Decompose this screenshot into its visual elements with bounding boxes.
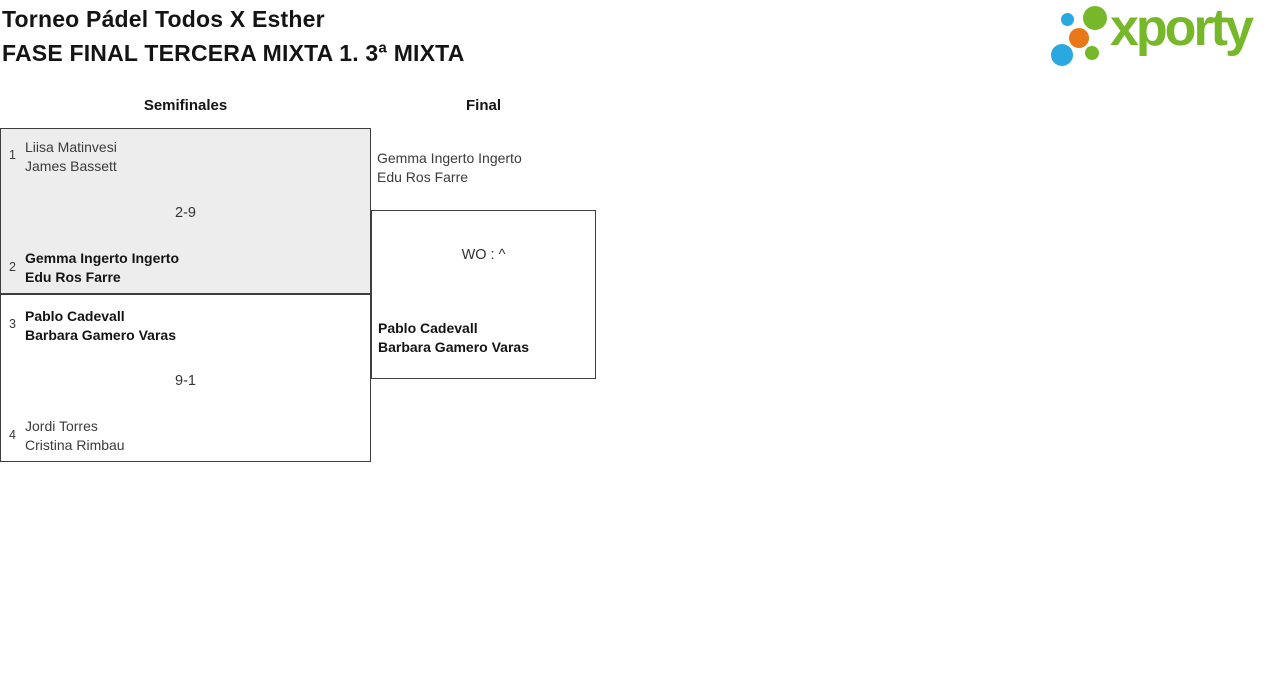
team-sf2-top: Pablo Cadevall Barbara Gamero Varas bbox=[25, 307, 176, 345]
match-semifinal-2[interactable]: 3 Pablo Cadevall Barbara Gamero Varas 9-… bbox=[0, 294, 371, 462]
match-score: 9-1 bbox=[175, 373, 196, 389]
match-final[interactable]: WO : ^ Pablo Cadevall Barbara Gamero Var… bbox=[371, 210, 596, 379]
seed-number: 4 bbox=[9, 428, 16, 442]
seed-number: 1 bbox=[9, 148, 16, 162]
round-header-final: Final bbox=[465, 97, 501, 114]
page-title: Torneo Pádel Todos X Esther FASE FINAL T… bbox=[2, 2, 465, 70]
seed-number: 2 bbox=[9, 260, 16, 274]
team-final-top: Gemma Ingerto Ingerto Edu Ros Farre bbox=[377, 149, 522, 187]
player-name: Pablo Cadevall bbox=[25, 308, 125, 324]
match-semifinal-1[interactable]: 1 Liisa Matinvesi James Bassett 2-9 2 Ge… bbox=[0, 128, 371, 294]
team-sf1-bottom: Gemma Ingerto Ingerto Edu Ros Farre bbox=[25, 249, 179, 287]
player-name: Liisa Matinvesi bbox=[25, 139, 117, 155]
match-score: WO : ^ bbox=[461, 247, 506, 263]
xporty-logo-text: xporty bbox=[1110, 0, 1254, 57]
player-name: Barbara Gamero Varas bbox=[378, 339, 529, 355]
player-name: Barbara Gamero Varas bbox=[25, 327, 176, 343]
logo-dot-blue-big-icon bbox=[1051, 44, 1073, 66]
logo-dot-orange-icon bbox=[1069, 28, 1089, 48]
logo-dot-green-big-icon bbox=[1083, 6, 1107, 30]
player-name: Cristina Rimbau bbox=[25, 437, 125, 453]
player-name: James Bassett bbox=[25, 158, 117, 174]
team-sf2-bottom: Jordi Torres Cristina Rimbau bbox=[25, 417, 125, 455]
xporty-logo: xporty bbox=[1048, 0, 1280, 70]
match-score: 2-9 bbox=[175, 205, 196, 221]
phase-subtitle: FASE FINAL TERCERA MIXTA 1. 3ª MIXTA bbox=[2, 40, 465, 66]
team-sf1-top: Liisa Matinvesi James Bassett bbox=[25, 138, 117, 176]
player-name: Gemma Ingerto Ingerto bbox=[377, 150, 522, 166]
tournament-title: Torneo Pádel Todos X Esther bbox=[2, 6, 325, 32]
logo-dot-green-small-icon bbox=[1085, 46, 1099, 60]
logo-dot-blue-small-icon bbox=[1061, 13, 1074, 26]
team-final-bottom: Pablo Cadevall Barbara Gamero Varas bbox=[378, 319, 529, 357]
player-name: Pablo Cadevall bbox=[378, 320, 478, 336]
player-name: Edu Ros Farre bbox=[25, 269, 121, 285]
player-name: Edu Ros Farre bbox=[377, 169, 469, 185]
player-name: Gemma Ingerto Ingerto bbox=[25, 250, 180, 266]
round-header-semifinales: Semifinales bbox=[143, 97, 228, 114]
seed-number: 3 bbox=[9, 317, 16, 331]
player-name: Jordi Torres bbox=[25, 418, 98, 434]
